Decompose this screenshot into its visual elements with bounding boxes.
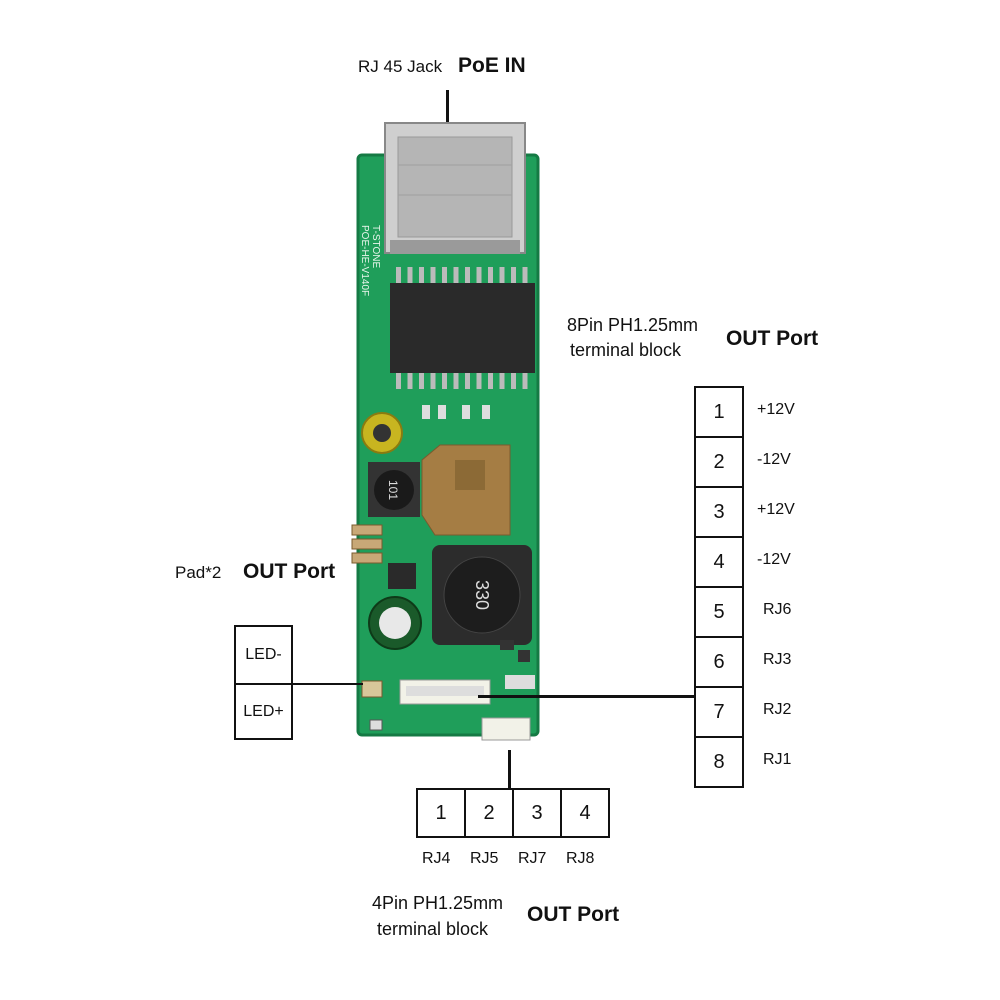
chip-pin bbox=[488, 373, 493, 389]
chip-pin bbox=[396, 267, 401, 283]
four-pin-cell-1: 1 bbox=[416, 788, 466, 838]
eight-pin-number: 5 bbox=[713, 600, 725, 623]
four-pin-leader-line bbox=[508, 750, 511, 790]
inductor-large: 330 bbox=[432, 545, 532, 645]
four-pin-cell-4: 4 bbox=[560, 788, 610, 838]
transformer-chip bbox=[390, 267, 535, 389]
four-pin-signal: RJ7 bbox=[518, 850, 547, 867]
eight-pin-leader-line bbox=[478, 695, 696, 698]
inductor-large-marking: 330 bbox=[472, 580, 492, 610]
inductor-small-marking: 101 bbox=[386, 480, 400, 500]
eight-pin-signal: +12V bbox=[757, 401, 795, 418]
connector-4pin-drawing bbox=[481, 717, 531, 741]
chip-pin bbox=[407, 267, 413, 283]
chip-pin bbox=[430, 373, 436, 389]
eight-pin-title-line1: 8Pin PH1.25mm bbox=[567, 315, 699, 335]
eight-pin-cell-6: 6 bbox=[694, 636, 744, 688]
rj45-jack-label: RJ 45 Jack bbox=[358, 57, 443, 76]
four-pin-signal: RJ8 bbox=[566, 850, 595, 867]
eight-pin-cell-5: 5 bbox=[694, 586, 744, 638]
chip-pin bbox=[396, 373, 401, 389]
eight-pin-number: 6 bbox=[713, 650, 725, 673]
led-minus-cell: LED- bbox=[234, 625, 293, 685]
four-pin-number: 3 bbox=[531, 801, 543, 824]
chip-pin bbox=[522, 267, 528, 283]
eight-pin-signal: RJ3 bbox=[763, 651, 792, 668]
eight-pin-number: 3 bbox=[713, 500, 725, 523]
pad-out-port-label: OUT Port bbox=[243, 560, 336, 583]
four-pin-number: 4 bbox=[579, 801, 591, 824]
eight-pin-cell-8: 8 bbox=[694, 736, 744, 788]
chip-pin bbox=[453, 373, 459, 389]
four-pin-number: 1 bbox=[435, 801, 447, 824]
four-pin-signal: RJ4 bbox=[422, 850, 451, 867]
chip-pin bbox=[442, 373, 447, 389]
eight-pin-signal: RJ2 bbox=[763, 701, 792, 718]
led-plus-label: LED+ bbox=[243, 702, 284, 720]
four-pin-title-line2: terminal block bbox=[377, 919, 489, 939]
chip-pin bbox=[511, 267, 516, 283]
chip-pin bbox=[465, 373, 470, 389]
led-minus-label: LED- bbox=[245, 646, 282, 663]
connector-8pin-drawing bbox=[399, 679, 491, 705]
rj45-jack bbox=[384, 122, 526, 254]
eight-pin-cell-7: 7 bbox=[694, 686, 744, 738]
chip-pin bbox=[488, 267, 493, 283]
silkscreen-model: POE-HE-V140F bbox=[359, 225, 370, 296]
eight-pin-cell-4: 4 bbox=[694, 536, 744, 588]
eight-pin-signal: RJ1 bbox=[763, 751, 792, 768]
chip-pin bbox=[476, 373, 482, 389]
pcb-board: T-STONE POE-HE-V140F 101 330 bbox=[351, 122, 540, 741]
chip-pin bbox=[511, 373, 516, 389]
eight-pin-number: 1 bbox=[713, 400, 725, 423]
silkscreen-brand: T-STONE bbox=[370, 225, 381, 268]
led-plus-cell: LED+ bbox=[234, 683, 293, 740]
eight-pin-number: 2 bbox=[713, 450, 725, 473]
eight-pin-signal: -12V bbox=[757, 551, 791, 568]
led-leader-line bbox=[293, 683, 363, 685]
chip-pin bbox=[476, 267, 482, 283]
pad-label-prefix: Pad*2 bbox=[175, 563, 222, 582]
chip-pin bbox=[419, 373, 424, 389]
chip-pin bbox=[499, 373, 505, 389]
four-pin-cell-3: 3 bbox=[512, 788, 562, 838]
eight-pin-number: 4 bbox=[713, 550, 725, 573]
chip-pin bbox=[465, 267, 470, 283]
power-ic bbox=[421, 444, 511, 536]
chip-pin bbox=[442, 267, 447, 283]
eight-pin-cell-1: 1 bbox=[694, 386, 744, 438]
chip-pin bbox=[407, 373, 413, 389]
poe-in-title: PoE IN bbox=[458, 54, 526, 77]
eight-pin-signal: -12V bbox=[757, 451, 791, 468]
poe-in-leader-line bbox=[446, 90, 449, 128]
inductor-small: 101 bbox=[368, 462, 420, 517]
capacitor-bottom bbox=[368, 596, 422, 650]
eight-pin-signal: +12V bbox=[757, 501, 795, 518]
eight-pin-number: 7 bbox=[713, 700, 725, 723]
capacitor-top bbox=[361, 412, 403, 454]
eight-pin-title-line2: terminal block bbox=[570, 340, 682, 360]
four-pin-signal: RJ5 bbox=[470, 850, 499, 867]
eight-pin-signal: RJ6 bbox=[763, 601, 792, 618]
eight-pin-number: 8 bbox=[713, 750, 725, 773]
four-pin-title-line1: 4Pin PH1.25mm bbox=[372, 893, 504, 913]
chip-pin bbox=[499, 267, 505, 283]
chip-pin bbox=[419, 267, 424, 283]
eight-pin-cell-3: 3 bbox=[694, 486, 744, 538]
chip-pin bbox=[453, 267, 459, 283]
four-pin-number: 2 bbox=[483, 801, 495, 824]
four-pin-cell-2: 2 bbox=[464, 788, 514, 838]
chip-pin bbox=[430, 267, 436, 283]
eight-pin-out-port-label: OUT Port bbox=[726, 327, 819, 350]
chip-pin bbox=[522, 373, 528, 389]
four-pin-out-port-label: OUT Port bbox=[527, 903, 620, 926]
eight-pin-cell-2: 2 bbox=[694, 436, 744, 488]
